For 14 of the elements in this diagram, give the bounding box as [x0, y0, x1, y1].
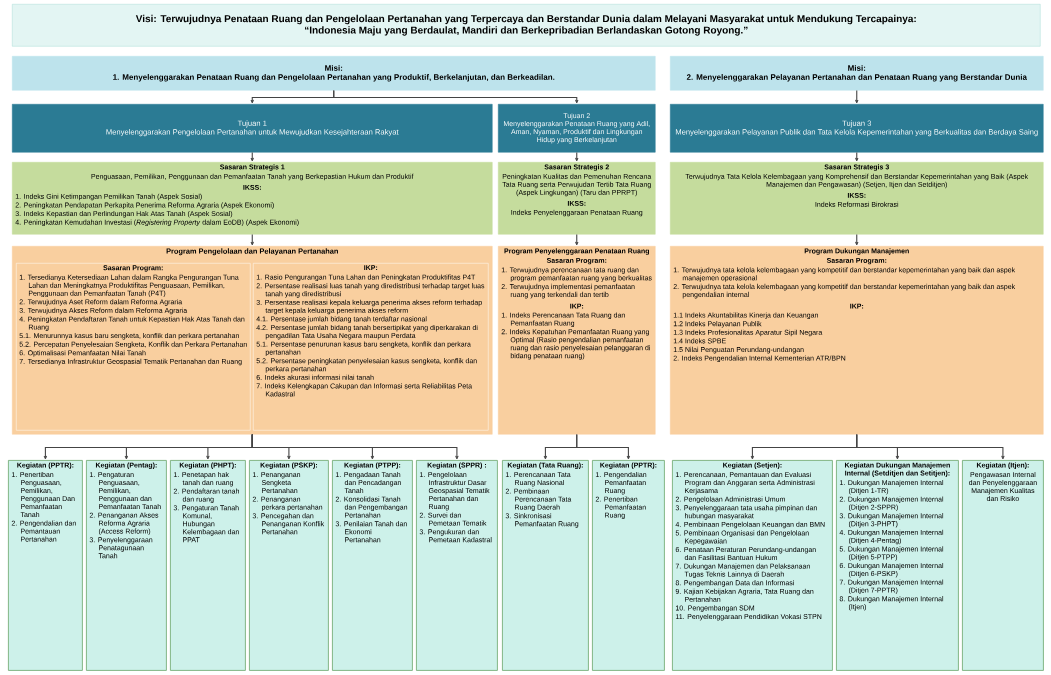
arrow: [250, 151, 254, 162]
arrow: [251, 433, 459, 460]
arrow: [576, 433, 631, 460]
arrow: [856, 433, 1005, 460]
arrow: [575, 151, 579, 162]
arrow: [575, 233, 579, 246]
vision-banner: Visi: Terwujudnya Penataan Ruang dan Pengelolaan Pertanahan yang Terpercaya dan Berstandar Dunia dalam Melayani Masyarakat untuk Mendukung Tercapainya: “Indonesia Maju yang Berdaulat, Mandiri dan Berkepribadian Berlandaskan Gotong Royong.”: [12, 4, 1041, 47]
arrow: [250, 233, 254, 246]
mission-box: Misi: 2. Menyelenggarakan Pelayanan Pertanahan dan Penataan Ruang yang Berstandar Dunia: [670, 56, 1044, 91]
arrow: [855, 89, 859, 104]
arrow: [855, 233, 859, 246]
arrow: [855, 151, 859, 162]
mission-box: Misi: 1. Menyelenggarakan Penataan Ruang dan Pengelolaan Pertanahan yang Produktif, Berkelanjutan, dan Berkeadilan.: [12, 56, 656, 91]
arrow: [333, 89, 579, 104]
